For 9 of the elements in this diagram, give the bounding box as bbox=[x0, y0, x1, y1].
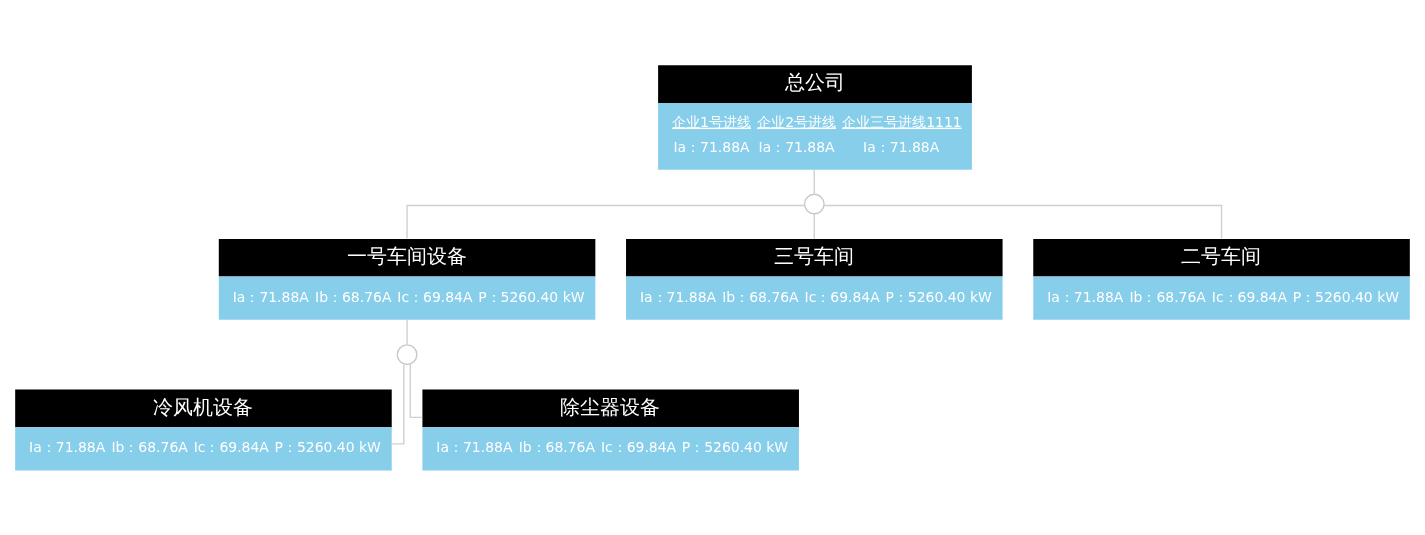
node-circle bbox=[803, 193, 825, 215]
connector bbox=[391, 363, 405, 445]
connector bbox=[406, 204, 806, 240]
connector bbox=[813, 213, 815, 240]
connector bbox=[409, 363, 423, 419]
connector bbox=[813, 168, 815, 195]
connector bbox=[823, 204, 1223, 240]
connector bbox=[406, 319, 408, 346]
node-circle bbox=[396, 344, 418, 366]
